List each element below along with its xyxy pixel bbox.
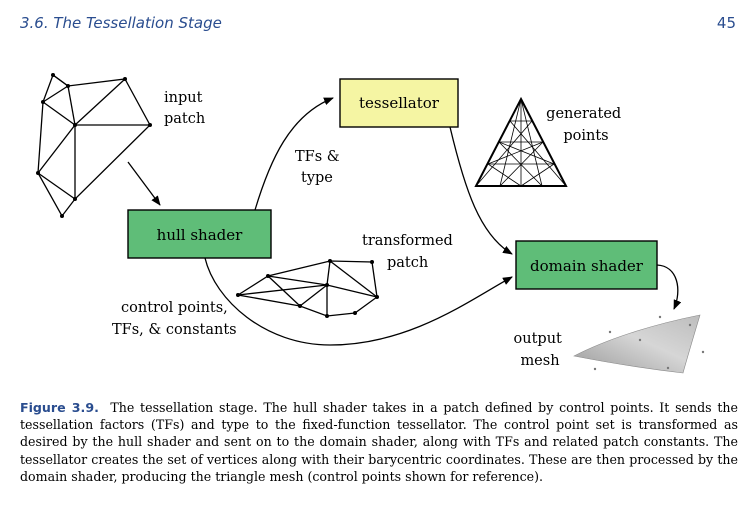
input-patch-line-2: patch bbox=[164, 111, 205, 127]
output-mesh-line-2: mesh bbox=[520, 353, 559, 369]
generated-points-line-1: generated bbox=[546, 106, 621, 122]
figure-label: Figure 3.9. bbox=[20, 400, 99, 415]
tessellator-box: tessellator bbox=[339, 78, 459, 128]
caption-text: The tessellation stage. The hull shader … bbox=[20, 400, 738, 484]
control-points-line-2: TFs, & constants bbox=[112, 322, 237, 338]
arrow-hull-to-tessellator bbox=[254, 97, 334, 211]
input-patch-mesh bbox=[36, 73, 152, 218]
output-mesh-label: output mesh bbox=[514, 331, 567, 369]
transformed-patch-mesh bbox=[236, 259, 379, 318]
control-points-line-1: control points, bbox=[121, 300, 228, 316]
domain-shader-box: domain shader bbox=[515, 240, 658, 290]
generated-points-label: generated points bbox=[546, 106, 626, 144]
input-patch-label: input patch bbox=[164, 90, 207, 127]
transformed-patch-line-2: patch bbox=[387, 255, 428, 271]
tfs-type-label: TFs & type bbox=[295, 149, 344, 186]
output-mesh-line-1: output bbox=[514, 331, 563, 347]
tessellator-label: tessellator bbox=[359, 94, 440, 112]
arrow-input-to-hull bbox=[127, 161, 161, 206]
arrow-hull-to-domain bbox=[204, 257, 513, 346]
arrow-tessellator-to-domain bbox=[449, 126, 513, 255]
transformed-patch-line-1: transformed bbox=[362, 233, 453, 249]
page-number: 45 bbox=[716, 14, 736, 32]
section-title: 3.6. The Tessellation Stage bbox=[20, 14, 222, 32]
generated-points-triangle bbox=[474, 96, 568, 187]
transformed-patch-label: transformed patch bbox=[362, 233, 457, 271]
arrow-domain-to-output bbox=[656, 264, 682, 310]
figure-caption: Figure 3.9. The tessellation stage. The … bbox=[20, 399, 738, 485]
hull-shader-box: hull shader bbox=[127, 209, 272, 259]
tfs-type-line-1: TFs & bbox=[295, 149, 340, 165]
output-mesh bbox=[573, 314, 705, 374]
control-points-label: control points, TFs, & constants bbox=[112, 300, 237, 338]
tessellation-diagram: input patch hull shader TFs & type tesse… bbox=[36, 73, 705, 374]
tfs-type-line-2: type bbox=[301, 170, 333, 186]
hull-shader-label: hull shader bbox=[157, 226, 243, 244]
generated-points-line-2: points bbox=[563, 128, 608, 144]
input-patch-line-1: input bbox=[164, 90, 203, 106]
domain-shader-label: domain shader bbox=[530, 257, 644, 275]
